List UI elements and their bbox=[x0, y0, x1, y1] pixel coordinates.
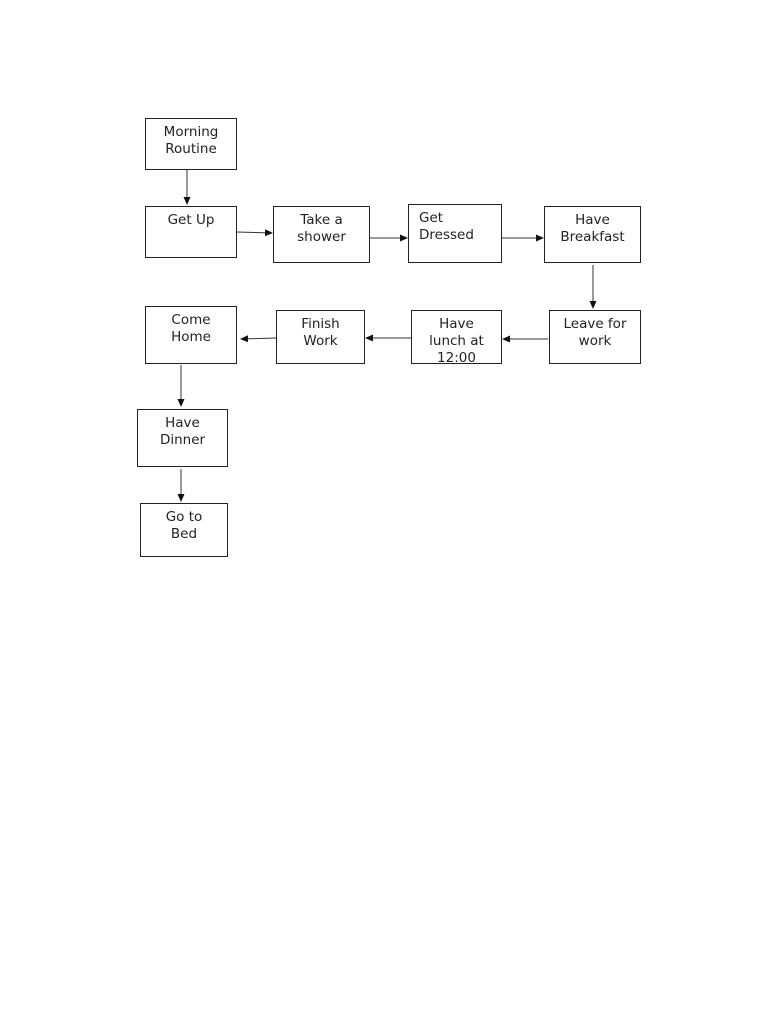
arrow-finish-work-to-come-home bbox=[240, 335, 277, 343]
arrow-get-up-to-take-shower bbox=[236, 229, 273, 237]
node-label: Have Breakfast bbox=[560, 212, 625, 245]
node-have-dinner: Have Dinner bbox=[137, 409, 228, 467]
node-label: Morning Routine bbox=[163, 124, 219, 157]
node-label: Finish Work bbox=[301, 316, 340, 349]
node-get-dressed: Get Dressed bbox=[408, 204, 502, 263]
node-finish-work: Finish Work bbox=[276, 310, 365, 364]
node-come-home: Come Home bbox=[145, 306, 237, 364]
node-label: Get Up bbox=[167, 212, 215, 228]
node-leave-for-work: Leave for work bbox=[549, 310, 641, 364]
node-go-to-bed: Go to Bed bbox=[140, 503, 228, 557]
node-label: Have lunch at 12:00 bbox=[429, 316, 484, 364]
node-morning-routine: Morning Routine bbox=[145, 118, 237, 170]
node-have-breakfast: Have Breakfast bbox=[544, 206, 641, 263]
node-get-up: Get Up bbox=[145, 206, 237, 258]
node-label: Go to Bed bbox=[165, 509, 203, 542]
node-label: Have Dinner bbox=[159, 415, 206, 448]
node-label: Get Dressed bbox=[419, 210, 474, 243]
node-label: Leave for work bbox=[563, 316, 627, 349]
node-take-a-shower: Take a shower bbox=[273, 206, 370, 263]
node-label: Take a shower bbox=[297, 212, 346, 245]
node-have-lunch: Have lunch at 12:00 bbox=[411, 310, 502, 364]
node-label: Come Home bbox=[171, 312, 211, 345]
